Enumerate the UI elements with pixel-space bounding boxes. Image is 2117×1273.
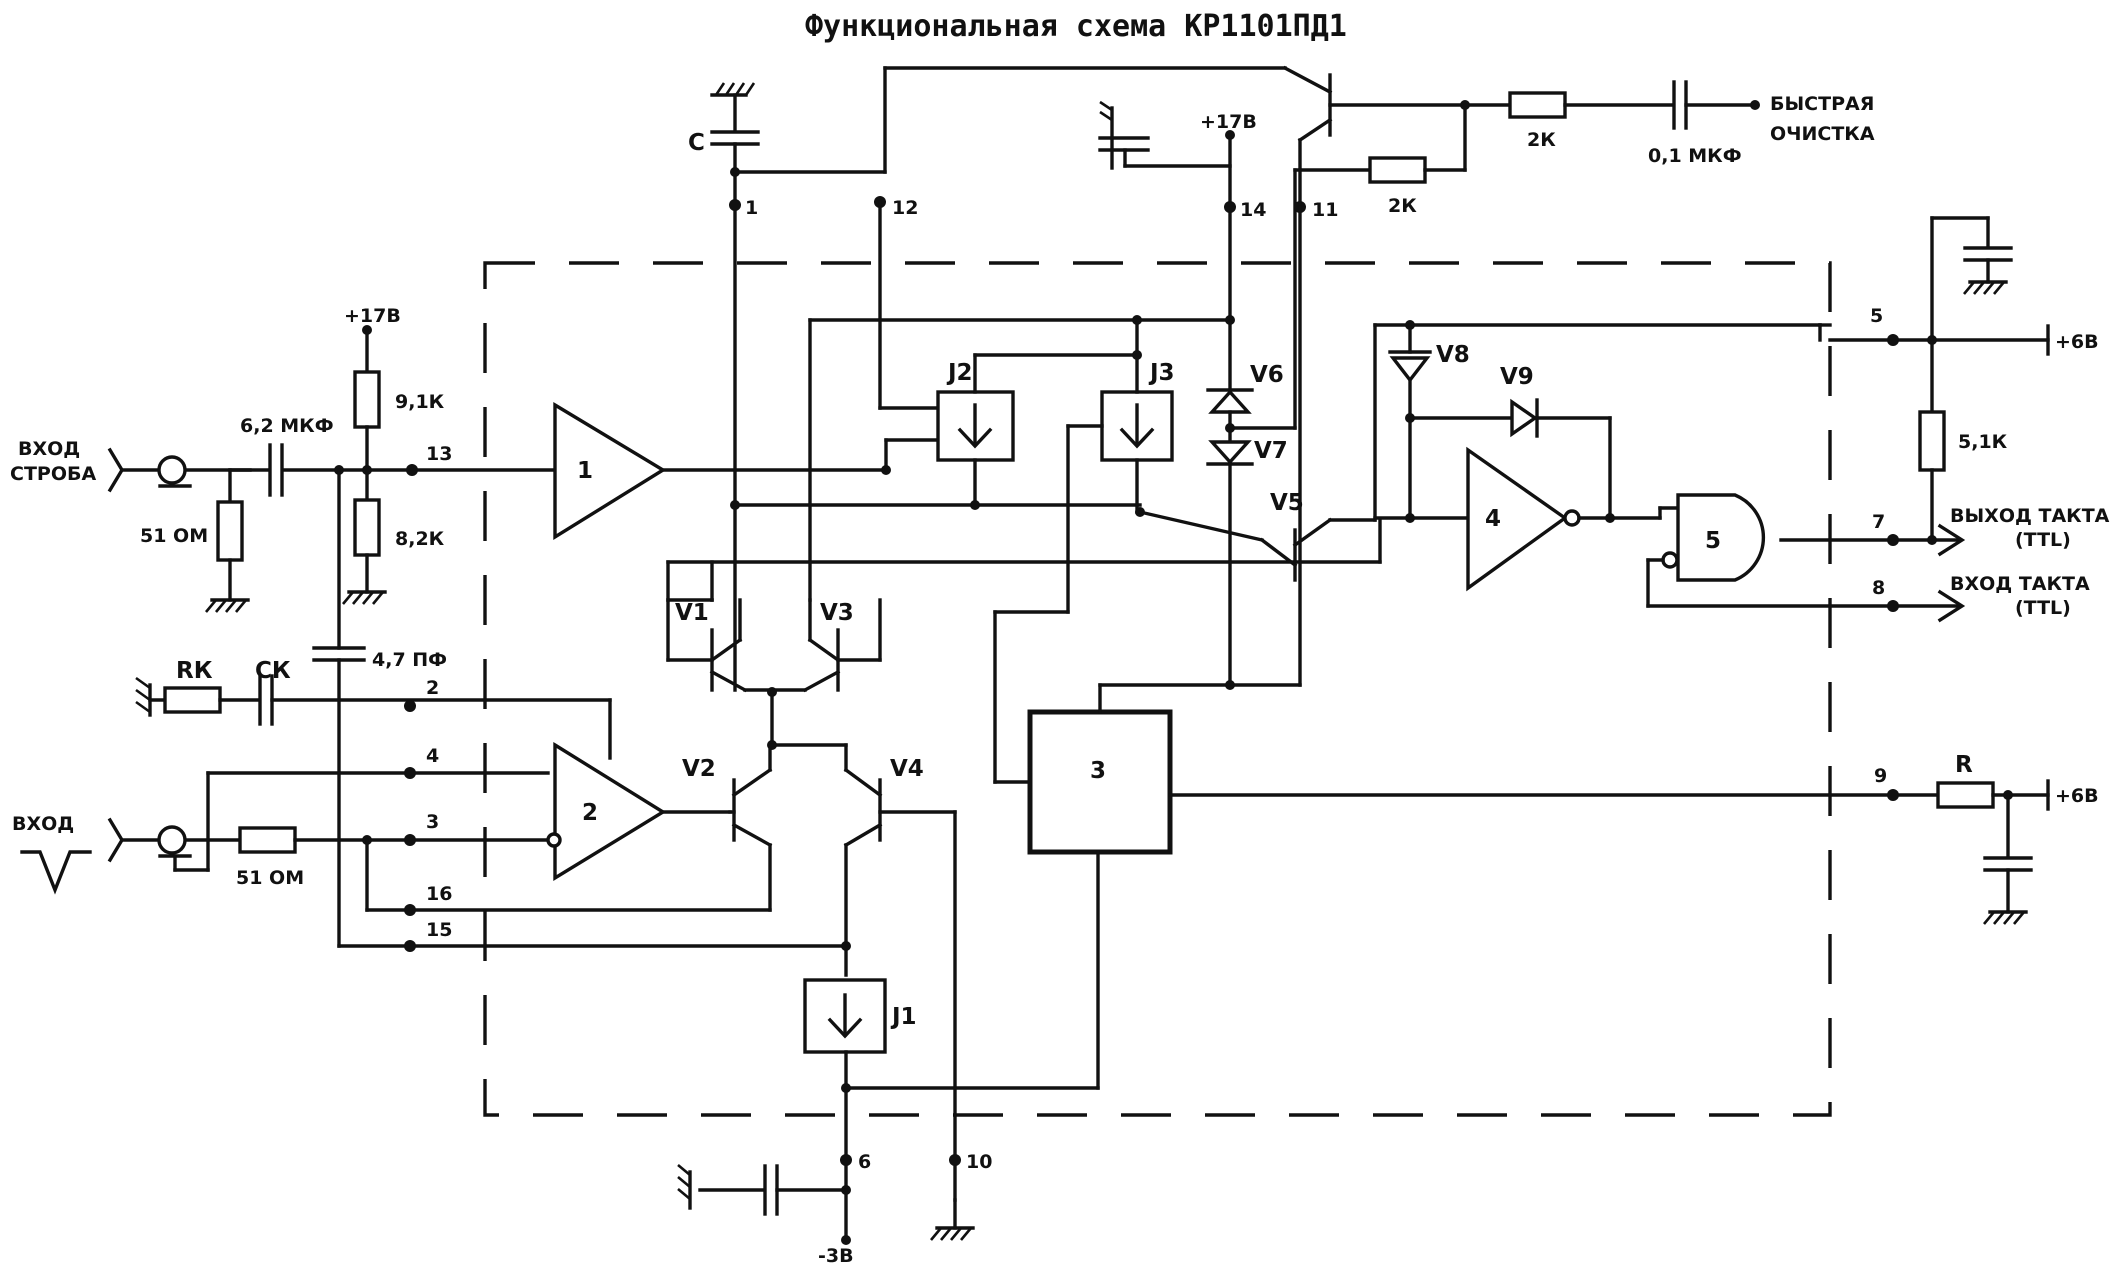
diode-v9-icon: [1510, 398, 1538, 438]
current-sources-j2-j3: J2 J3: [808, 315, 1232, 784]
resistor-51-ohm-strobe-label: 51 ОМ: [140, 525, 208, 547]
resistor-9-1k: [353, 370, 381, 429]
resistor-5-1k-label: 5,1К: [1958, 431, 2008, 453]
supply-plus6-bottom: +6В: [2055, 785, 2099, 807]
strobe-input-section: ВХОД СТРОБА 51 ОМ 6,2 МКФ +17В 9,1К 8,2К: [10, 305, 562, 948]
signal-input-label: ВХОД: [12, 813, 74, 835]
clock-out-sub-label: (TTL): [2015, 529, 2071, 551]
resistor-rk-label: RК: [176, 658, 213, 684]
amplifier-4: [1466, 446, 1568, 592]
resistor-51-ohm-signal: [238, 826, 297, 854]
pin-10-label: 10: [966, 1151, 992, 1173]
fast-clear-label-2: ОЧИСТКА: [1770, 123, 1875, 145]
transistor-array: V1 V3 V2 V4: [666, 318, 1297, 1202]
pin-4-label: 4: [426, 745, 439, 767]
ic-boundary: [483, 261, 1832, 1117]
fast-clear-label-1: БЫСТРАЯ: [1770, 93, 1874, 115]
pin-12-label: 12: [892, 197, 918, 219]
transistor-v3-label: V3: [820, 600, 854, 626]
fast-clear-network: 11 2К 2К 0,1 МКФ БЫСТРАЯ ОЧИСТКА: [1282, 65, 1875, 221]
transistor-v2-label: V2: [682, 756, 716, 782]
transistor-v4-label: V4: [890, 756, 924, 782]
zener-v6-icon: [1208, 389, 1252, 414]
amplifier-1: 1: [553, 401, 890, 541]
resistor-r-label: R: [1955, 752, 1973, 778]
amplifier-2: 2: [546, 741, 732, 882]
clock-out-label: ВЫХОД ТАКТА: [1950, 505, 2110, 527]
transistor-v5: V5: [1137, 323, 1822, 582]
pin-6-label: 6: [858, 1151, 871, 1173]
clock-in-sub-label: (TTL): [2015, 597, 2071, 619]
amplifier-1-label: 1: [577, 458, 593, 484]
capacitor-ck-label: СК: [255, 658, 291, 684]
clock-in-label: ВХОД ТАКТА: [1950, 573, 2090, 595]
resistor-9-1k-label: 9,1К: [395, 391, 445, 413]
resistor-2k-b-label: 2К: [1388, 195, 1417, 217]
strobe-input-label: ВХОД: [18, 438, 80, 460]
signal-input-section: ВХОД 51 ОМ 4 3 16 15: [12, 745, 848, 952]
pin-9-label: 9: [1874, 765, 1887, 787]
resistor-8-2k: [353, 498, 381, 557]
block-3-box: [1027, 709, 1173, 855]
nand-gate-5-label: 5: [1705, 528, 1721, 554]
current-source-j1: J1 6 -3В 10: [677, 978, 1100, 1267]
capacitor-0-1uf-label: 0,1 МКФ: [1648, 145, 1742, 167]
pin-15-label: 15: [426, 919, 452, 941]
pin-16-label: 16: [426, 883, 452, 905]
pin-1-label: 1: [745, 197, 758, 219]
resistor-8-2k-label: 8,2К: [395, 528, 445, 550]
diode-v8-label: V8: [1436, 342, 1470, 368]
top-left-network: С 1 12: [688, 66, 1287, 692]
current-source-j3-label: J3: [1148, 360, 1175, 386]
current-arrow-icon: [827, 1017, 863, 1039]
supply-plus6-top: +6В: [2055, 331, 2099, 353]
nand-gate-5: [1676, 493, 1766, 582]
pin-8-label: 8: [1872, 577, 1885, 599]
supply-plus17-top: +17В: [1200, 111, 1257, 133]
pin-5-label: 5: [1870, 305, 1883, 327]
coax-connector-icon: [157, 455, 187, 485]
strobe-input-label-2: СТРОБА: [10, 463, 96, 485]
zener-v7-label: V7: [1254, 438, 1288, 464]
pin-14-label: 14: [1240, 199, 1266, 221]
pin-7-label: 7: [1872, 511, 1885, 533]
capacitor-4-7pf-label: 4,7 ПФ: [372, 649, 447, 671]
block-3: 3 9 R +6В: [1027, 205, 2099, 1090]
resistor-2k-a-label: 2К: [1527, 129, 1556, 151]
resistor-51-ohm-strobe: [216, 500, 244, 562]
transistor-v5-label: V5: [1270, 490, 1304, 516]
supply-minus3: -3В: [818, 1245, 854, 1267]
rk-ck-network: RК СК 2: [135, 658, 612, 760]
current-source-j1-label: J1: [890, 1004, 917, 1030]
negative-pulse-icon: [20, 850, 92, 895]
current-source-j2-label: J2: [946, 360, 973, 386]
resistor-rk: [163, 686, 222, 714]
amplifier-2-label: 2: [582, 800, 598, 826]
zener-diodes-v6-v7: +17В 14 V6 V7: [1098, 100, 1297, 687]
diagram-title: Функциональная схема КР1101ПД1: [805, 9, 1347, 44]
pin-2-label: 2: [426, 677, 439, 699]
resistor-51-ohm-signal-label: 51 ОМ: [236, 867, 304, 889]
capacitor-c-label: С: [688, 130, 705, 156]
pin-3-label: 3: [426, 811, 439, 833]
resistor-r: [1936, 781, 1995, 809]
diode-v8-icon: [1389, 356, 1431, 383]
zener-v7-icon: [1208, 440, 1252, 465]
diode-v9-label: V9: [1500, 364, 1534, 390]
resistor-2k-a: [1508, 91, 1567, 119]
resistor-2k-b: [1368, 156, 1427, 184]
resistor-5-1k: [1918, 410, 1946, 472]
supply-plus6-top-network: 5 +6В 5,1К: [1818, 216, 2099, 545]
zener-v6-label: V6: [1250, 362, 1284, 388]
block-3-label: 3: [1090, 758, 1106, 784]
pin-11-label: 11: [1312, 199, 1338, 221]
transistor-v1-label: V1: [675, 600, 709, 626]
output-logic: V8 V9 4 5 8 ВХОД ТАКТА (TTL) 7 ВЫХОД ТАК…: [1373, 320, 2110, 623]
capacitor-6-2uf-label: 6,2 МКФ: [240, 415, 334, 437]
coax-connector-signal-icon: [157, 825, 187, 855]
pin-13-label: 13: [426, 443, 452, 465]
supply-plus17-left: +17В: [344, 305, 401, 327]
amplifier-4-label: 4: [1485, 506, 1501, 532]
